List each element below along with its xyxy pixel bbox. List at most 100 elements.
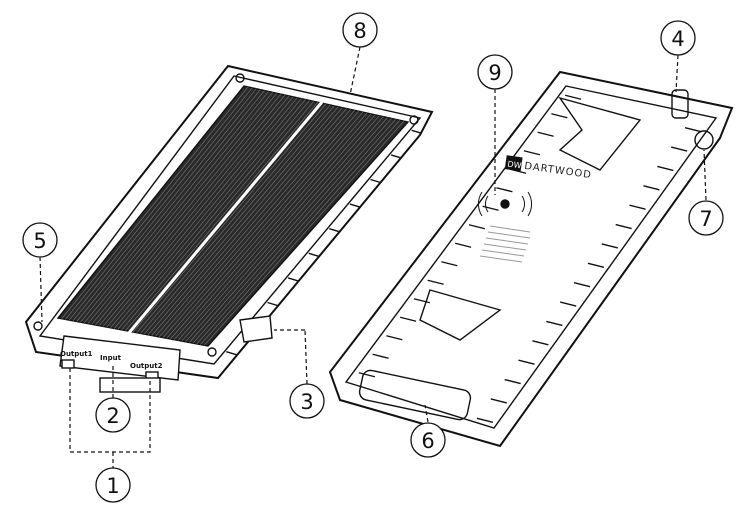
corner-screw (409, 115, 419, 125)
grip-rib-left (372, 353, 389, 359)
solar-cell-line (177, 114, 376, 341)
svg-text:1: 1 (106, 474, 119, 498)
svg-text:7: 7 (699, 207, 712, 231)
svg-text:4: 4 (671, 27, 684, 51)
callout-8: 8 (342, 12, 378, 48)
side-rib (308, 252, 319, 257)
grip-rib-left (427, 279, 444, 285)
solar-cell-line (140, 105, 335, 334)
grip-rib-left (358, 372, 376, 378)
port-label-output2: Output2 (130, 362, 163, 370)
svg-text:8: 8 (353, 19, 366, 43)
solar-cell-line (114, 99, 306, 329)
solar-cell-line (200, 120, 401, 345)
solar-panel-divider (126, 101, 324, 335)
solar-cell-line (170, 112, 368, 340)
grip-rib-left (468, 224, 486, 230)
solar-cell-line (159, 110, 355, 338)
type-c-port-cover (239, 315, 273, 343)
grip-rib-right (532, 340, 549, 346)
power-button (694, 130, 714, 150)
front-body-inner (38, 75, 422, 365)
grip-rib-right (671, 146, 688, 152)
side-rib (349, 203, 361, 208)
svg-text:9: 9 (488, 61, 501, 85)
spec-text-lines (479, 225, 531, 263)
solar-cell-line (106, 97, 298, 328)
grip-rib-left (496, 187, 513, 193)
arrow-emblem-bottom (419, 289, 502, 341)
grip-rib-left (551, 113, 568, 119)
grip-rib-left (564, 94, 582, 100)
qi-logo (500, 199, 510, 209)
grip-rib-right (587, 262, 605, 268)
solar-cell-line (72, 89, 261, 321)
grip-rib-left (413, 298, 431, 304)
leader-lines (39, 46, 707, 468)
side-rib (287, 277, 299, 282)
solar-cell-line (166, 111, 364, 339)
solar-cell-line (189, 117, 388, 343)
grip-rib-right (490, 398, 507, 404)
solar-cell-line (65, 87, 253, 320)
grip-rib-left (399, 316, 417, 322)
side-rib (370, 178, 381, 184)
back-body-inner (344, 85, 718, 429)
grip-rib-right (504, 378, 521, 385)
solar-cell-line (117, 100, 310, 330)
callout-5: 5 (22, 222, 58, 258)
side-rib (267, 301, 278, 307)
front-view-power-bank (24, 64, 434, 393)
solar-panel (56, 85, 410, 347)
callout-4: 4 (660, 20, 696, 56)
grip-rib-left (441, 261, 458, 267)
solar-cell-line (204, 120, 405, 346)
solar-cell-line (192, 118, 392, 344)
port-label-input: Input (100, 354, 122, 362)
grip-rib-right (657, 165, 674, 172)
callout-3: 3 (289, 383, 325, 419)
solar-cell-line (147, 107, 343, 335)
solar-cell-line (99, 95, 290, 326)
callout-7: 7 (688, 200, 724, 236)
solar-cell-line (136, 104, 331, 333)
side-rib (390, 154, 402, 159)
port-label-output1: Output1 (60, 350, 93, 358)
grip-rib-right (546, 320, 563, 327)
arrow-emblem-top (558, 96, 642, 171)
grip-rib-right (629, 204, 646, 210)
solar-cell-line (174, 113, 372, 340)
grip-rib-right (615, 223, 632, 230)
solar-cell-line (95, 94, 286, 326)
solar-cell-line (76, 90, 265, 322)
solar-cell-line (121, 101, 314, 331)
svg-text:3: 3 (300, 390, 313, 414)
solar-cell-line (185, 116, 384, 342)
port-cover (99, 377, 161, 393)
callout-6: 6 (410, 422, 446, 458)
svg-text:2: 2 (106, 404, 119, 428)
solar-cell-line (162, 111, 360, 338)
grip-rib-left (386, 335, 403, 341)
side-rib (226, 351, 237, 356)
solar-cell-line (91, 93, 282, 325)
grip-rib-left (537, 131, 554, 137)
dw-logo-box (504, 155, 523, 172)
solar-cell-line (61, 86, 249, 319)
solar-cell-line (110, 98, 302, 328)
solar-cell-line (69, 88, 257, 321)
solar-cell-line (151, 108, 347, 336)
svg-text:6: 6 (421, 429, 434, 453)
grip-rib-right (560, 301, 577, 307)
grip-rib-left (523, 150, 541, 156)
solar-cell-line (181, 115, 380, 342)
side-rib (411, 129, 422, 134)
solar-cell-line (125, 102, 319, 331)
solar-cell-line (132, 103, 327, 333)
svg-text:5: 5 (33, 229, 46, 253)
solar-panel-grid (61, 86, 405, 346)
port-panel (59, 335, 181, 381)
back-handle-slot (358, 369, 472, 421)
back-view-power-bank (328, 70, 734, 448)
